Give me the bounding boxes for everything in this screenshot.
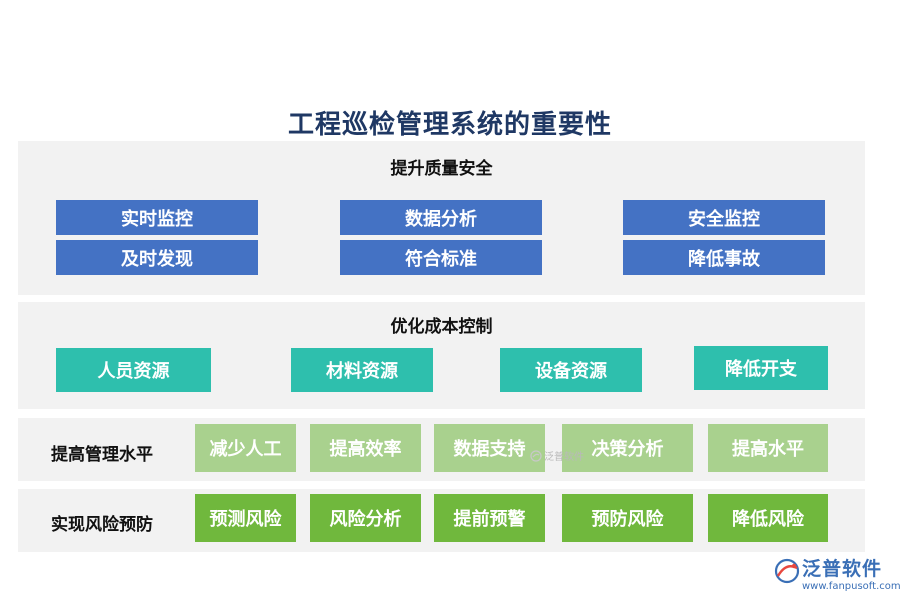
- logo-name: 泛普软件: [802, 558, 883, 580]
- quality-box-meet-standards: 符合标准: [340, 240, 542, 275]
- management-box-efficiency: 提高效率: [310, 424, 421, 472]
- watermark-text: 泛普软件: [544, 452, 584, 463]
- quality-panel-title: 提升质量安全: [390, 159, 493, 179]
- management-box-raise-level: 提高水平: [708, 424, 828, 472]
- risk-box-early-warning: 提前预警: [434, 494, 545, 542]
- risk-box-predict: 预测风险: [195, 494, 296, 542]
- brand-logo: 泛普软件 www.fanpusoft.com: [772, 552, 900, 598]
- quality-box-safety-monitoring: 安全监控: [623, 200, 825, 235]
- cost-box-equipment: 设备资源: [500, 348, 642, 392]
- management-box-data-support: 数据支持: [434, 424, 545, 472]
- quality-box-reduce-accidents: 降低事故: [623, 240, 825, 275]
- cost-box-materials: 材料资源: [291, 348, 433, 392]
- risk-row-label: 实现风险预防: [51, 515, 153, 535]
- cost-panel: 优化成本控制 人员资源 材料资源 设备资源 降低开支: [18, 302, 865, 409]
- quality-box-realtime-monitoring: 实时监控: [56, 200, 258, 235]
- risk-box-analysis: 风险分析: [310, 494, 421, 542]
- quality-box-timely-detection: 及时发现: [56, 240, 258, 275]
- management-box-reduce-labor: 减少人工: [195, 424, 296, 472]
- management-box-decision-analysis: 决策分析: [562, 424, 693, 472]
- logo-url: www.fanpusoft.com: [802, 581, 900, 592]
- watermark: 泛普软件: [530, 448, 584, 463]
- cost-box-personnel: 人员资源: [56, 348, 211, 392]
- cost-panel-title: 优化成本控制: [390, 317, 493, 337]
- watermark-logo-icon: [530, 449, 542, 462]
- diagram-title: 工程巡检管理系统的重要性: [287, 110, 612, 140]
- quality-box-data-analysis: 数据分析: [340, 200, 542, 235]
- logo-mark-icon: [774, 558, 800, 584]
- management-row-label: 提高管理水平: [51, 445, 153, 465]
- risk-box-reduce: 降低风险: [708, 494, 828, 542]
- cost-box-reduce-expense: 降低开支: [694, 346, 828, 390]
- risk-box-prevent: 预防风险: [562, 494, 693, 542]
- quality-panel: 提升质量安全 实时监控 数据分析 安全监控 及时发现 符合标准 降低事故: [18, 141, 865, 295]
